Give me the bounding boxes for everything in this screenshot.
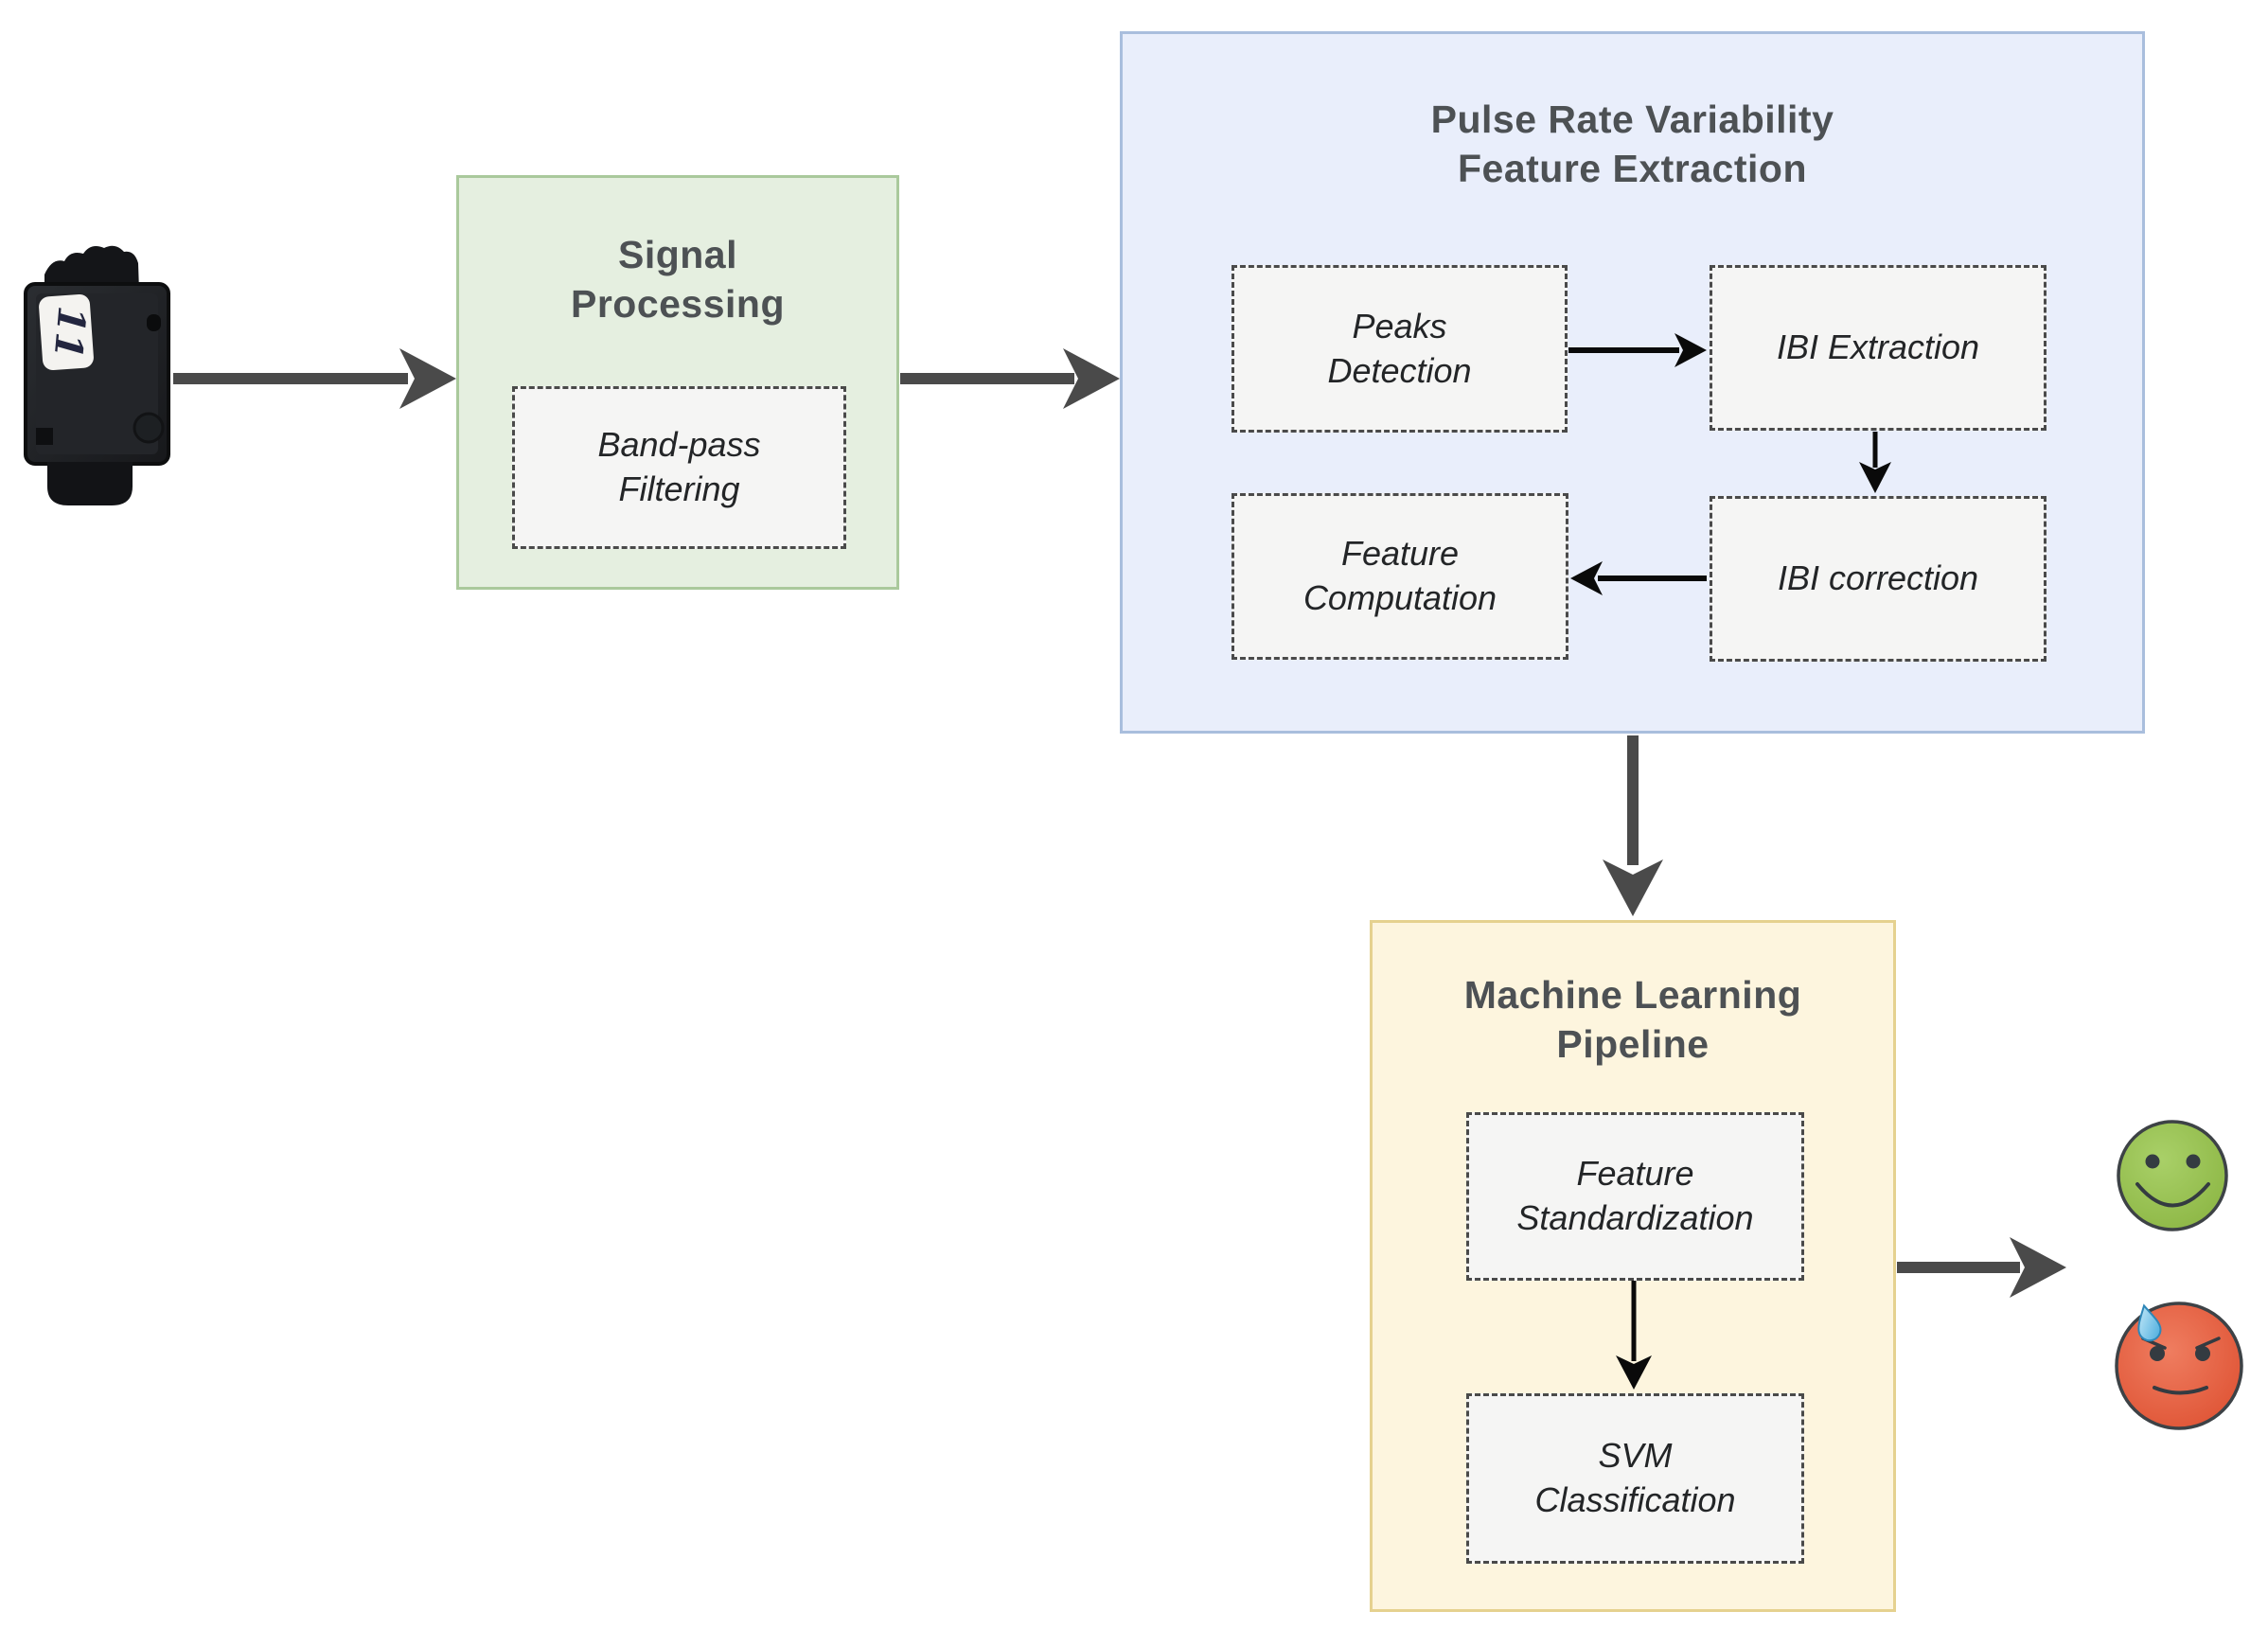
wearable-device-photo: 11 bbox=[24, 245, 170, 505]
sad-face-left-brow bbox=[2141, 1337, 2167, 1350]
device-slot bbox=[147, 314, 161, 331]
arrow-prv-to-ml bbox=[1603, 735, 1663, 916]
feature-computation-node: Feature Computation bbox=[1231, 493, 1568, 660]
svm-classification-node: SVM Classification bbox=[1466, 1393, 1804, 1564]
sweat-drop-icon bbox=[2137, 1303, 2162, 1342]
arrow-ml-to-output bbox=[1897, 1237, 2066, 1298]
ibi-extraction-node: IBI Extraction bbox=[1710, 265, 2047, 431]
happy-face-left-eye bbox=[2145, 1154, 2160, 1169]
device-strap-bottom bbox=[47, 462, 133, 505]
arrow-device-to-signal bbox=[173, 348, 456, 409]
signal-processing-title: Signal Processing bbox=[570, 233, 786, 327]
device-face bbox=[36, 293, 158, 454]
device-strap-top bbox=[44, 245, 139, 292]
prv-feature-extraction-title: Pulse Rate Variability Feature Extractio… bbox=[1430, 97, 1834, 191]
feature-standardization-node: Feature Standardization bbox=[1466, 1112, 1804, 1281]
sad-face-icon bbox=[2115, 1302, 2243, 1430]
device-body bbox=[24, 282, 170, 466]
device-sticker: 11 bbox=[39, 293, 95, 371]
ibi-correction-node: IBI correction bbox=[1710, 496, 2047, 662]
machine-learning-title: Machine Learning Pipeline bbox=[1463, 973, 1802, 1067]
device-button bbox=[133, 412, 165, 444]
sad-face-right-brow bbox=[2195, 1337, 2221, 1350]
sad-face-mouth bbox=[2153, 1386, 2208, 1395]
device-notch bbox=[36, 428, 53, 445]
sad-face-right-eye bbox=[2195, 1346, 2210, 1361]
signal-processing-panel: Signal Processing Band-pass Filtering bbox=[456, 175, 899, 590]
sad-face-left-eye bbox=[2150, 1346, 2165, 1361]
arrow-signal-to-prv bbox=[900, 348, 1120, 409]
peaks-detection-node: Peaks Detection bbox=[1231, 265, 1568, 433]
prv-feature-extraction-panel: Pulse Rate Variability Feature Extractio… bbox=[1120, 31, 2145, 734]
device-sticker-label: 11 bbox=[45, 305, 95, 362]
happy-face-icon bbox=[2117, 1120, 2228, 1231]
happy-face-right-eye bbox=[2186, 1154, 2201, 1169]
happy-face-smile bbox=[2135, 1182, 2210, 1208]
bandpass-filtering-node: Band-pass Filtering bbox=[512, 386, 846, 549]
machine-learning-panel: Machine Learning Pipeline Feature Standa… bbox=[1370, 920, 1896, 1612]
